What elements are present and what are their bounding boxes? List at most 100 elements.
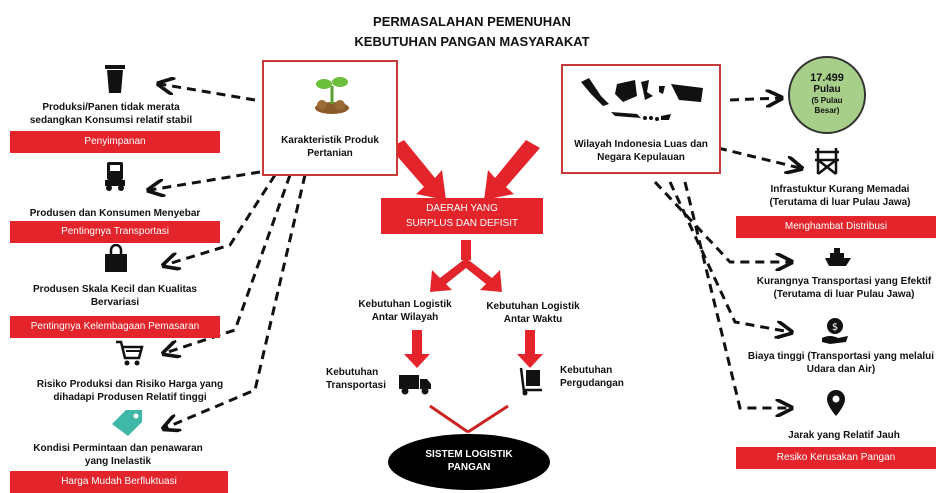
red-arrow-right-down — [484, 140, 540, 200]
kerusakan-box: Resiko Kerusakan Pangan — [736, 447, 936, 469]
logistik-waktu-label: Kebutuhan Logistik Antar Waktu — [468, 300, 598, 326]
red-arrowhead-right — [517, 354, 543, 368]
arrow-to-jarak — [683, 181, 790, 408]
right-text-2-line-2: Udara dan Air) — [806, 364, 876, 375]
delivery-truck-icon — [399, 375, 431, 395]
left-text-4-line-2: yang Inelastik — [84, 456, 152, 467]
karakteristik-label: Karakteristik Produk Pertanian — [264, 134, 396, 160]
shopping-bag-icon — [105, 244, 127, 272]
title-line-2: KEBUTUHAN PANGAN MASYARAKAT — [354, 34, 590, 49]
left-text-0-line-2: sedangkan Konsumsi relatif stabil — [29, 115, 193, 126]
left-text-2-line-1: Produsen Skala Kecil dan Kualitas — [33, 284, 197, 295]
pulau-label: Pulau — [813, 84, 841, 95]
left-text-0-line-1: Produksi/Panen tidak merata — [42, 102, 180, 113]
red-arrow-left-down — [390, 140, 446, 200]
wilayah-line-2: Negara Kepulauan — [597, 152, 685, 163]
sistem-line-2: PANGAN — [447, 462, 491, 473]
logistik-wilayah-line-1: Kebutuhan Logistik — [358, 299, 452, 310]
right-text-1: Kurangnya Transportasi yang Efektif (Ter… — [744, 275, 944, 301]
money-hand-icon: $ — [822, 318, 848, 344]
arrow-to-risiko — [165, 174, 292, 353]
plant-sprout-icon — [315, 77, 349, 114]
right-text-3-line-1: Jarak yang Relatif Jauh — [788, 430, 900, 441]
surplus-line-2: SURPLUS DAN DEFISIT — [405, 218, 519, 229]
red-split-stem — [461, 240, 471, 260]
arrow-to-transportasi — [150, 170, 261, 190]
right-text-2-line-1: Biaya tinggi (Transportasi yang melalui — [747, 351, 935, 362]
sistem-logistik-ellipse: SISTEM LOGISTIK PANGAN — [388, 434, 550, 490]
surplus-line-1: DAERAH YANG — [426, 203, 498, 214]
arrow-to-penyimpanan — [160, 84, 256, 102]
right-text-0-line-2: (Terutama di luar Pulau Jawa) — [769, 197, 911, 208]
tower-icon — [815, 148, 839, 175]
red-arrowhead-left — [404, 354, 430, 368]
pulau-circle-text: 17.499 Pulau (5 Pulau Besar) — [790, 58, 864, 116]
wilayah-box: Wilayah Indonesia Luas dan Negara Kepula… — [561, 64, 721, 174]
map-pin-icon — [827, 390, 845, 416]
logistik-waktu-line-1: Kebutuhan Logistik — [486, 301, 580, 312]
transportasi-line-2: Transportasi — [326, 380, 387, 391]
left-text-1: Produsen dan Konsumen Menyebar — [10, 207, 220, 220]
red-arrows — [390, 140, 543, 368]
indonesia-map-icon — [581, 78, 703, 121]
logistik-wilayah-label: Kebutuhan Logistik Antar Wilayah — [340, 298, 470, 324]
arrow-to-biaya — [668, 181, 790, 332]
arrow-to-pulau — [729, 98, 780, 100]
right-text-1-line-2: (Terutama di luar Pulau Jawa) — [773, 289, 915, 300]
transportasi-line-1: Kebutuhan — [326, 367, 379, 378]
sistem-line-1: SISTEM LOGISTIK — [425, 449, 513, 460]
funnel-lines — [429, 404, 509, 434]
pulau-sub-1: (5 Pulau — [811, 96, 843, 105]
pulau-sub-2: Besar) — [814, 106, 840, 115]
pergudangan-line-2: Pergudangan — [560, 378, 624, 389]
kelembagaan-box: Pentingnya Kelembagaan Pemasaran — [10, 316, 220, 338]
right-text-1-line-1: Kurangnya Transportasi yang Efektif — [756, 276, 932, 287]
right-text-0-line-1: Infrastuktur Kurang Memadai — [770, 184, 910, 195]
right-text-3: Jarak yang Relatif Jauh — [744, 429, 944, 442]
red-stem-left — [412, 330, 422, 356]
kebutuhan-transportasi-label: Kebutuhan Transportasi — [326, 366, 394, 392]
left-text-2-line-2: Bervariasi — [90, 297, 140, 308]
page-title: PERMASALAHAN PEMENUHAN KEBUTUHAN PANGAN … — [0, 12, 944, 52]
title-line-1: PERMASALAHAN PEMENUHAN — [373, 14, 571, 29]
trash-bin-icon — [105, 65, 125, 93]
transportasi-box: Pentingnya Transportasi — [10, 221, 220, 243]
left-text-4-line-1: Kondisi Permintaan dan penawaran — [33, 443, 203, 454]
right-text-0: Infrastuktur Kurang Memadai (Terutama di… — [740, 183, 940, 209]
shopping-cart-icon — [116, 340, 144, 366]
pergudangan-line-1: Kebutuhan — [560, 365, 613, 376]
left-text-4: Kondisi Permintaan dan penawaran yang In… — [10, 442, 226, 468]
wilayah-line-1: Wilayah Indonesia Luas dan — [574, 139, 708, 150]
pulau-circle: 17.499 Pulau (5 Pulau Besar) — [788, 56, 866, 134]
red-split-arrow — [430, 258, 502, 292]
left-text-3-line-2: dihadapi Produsen Relatif tinggi — [53, 392, 207, 403]
wilayah-label: Wilayah Indonesia Luas dan Negara Kepula… — [563, 138, 719, 164]
arrow-to-kapal — [653, 180, 790, 262]
ship-icon — [825, 248, 851, 266]
left-text-3-line-1: Risiko Produksi dan Risiko Harga yang — [36, 379, 224, 390]
karakteristik-line-2: Pertanian — [307, 148, 353, 159]
arrow-to-infrastruktur — [717, 146, 800, 168]
red-stem-right — [525, 330, 535, 356]
logistik-waktu-line-2: Antar Waktu — [503, 314, 563, 325]
logistik-wilayah-line-2: Antar Wilayah — [371, 312, 439, 323]
arrow-to-inelastik — [165, 174, 307, 428]
karakteristik-line-1: Karakteristik Produk — [281, 135, 379, 146]
karakteristik-box: Karakteristik Produk Pertanian — [262, 60, 398, 176]
harga-box: Harga Mudah Berfluktuasi — [10, 471, 228, 493]
surplus-defisit-box: DAERAH YANG SURPLUS DAN DEFISIT — [381, 198, 543, 234]
sistem-logistik-label: SISTEM LOGISTIK PANGAN — [388, 434, 550, 474]
left-text-0: Produksi/Panen tidak merata sedangkan Ko… — [6, 101, 216, 127]
left-text-3: Risiko Produksi dan Risiko Harga yang di… — [20, 378, 240, 404]
truck-icon — [105, 162, 125, 191]
penyimpanan-box: Penyimpanan — [10, 131, 220, 153]
pulau-number: 17.499 — [810, 72, 844, 84]
left-text-1-line-1: Produsen dan Konsumen Menyebar — [29, 208, 201, 219]
right-text-2: Biaya tinggi (Transportasi yang melalui … — [738, 350, 944, 376]
svg-text:$: $ — [832, 322, 838, 333]
distribusi-box: Menghambat Distribusi — [736, 216, 936, 238]
kebutuhan-pergudangan-label: Kebutuhan Pergudangan — [560, 364, 640, 390]
arrow-to-kelembagaan — [165, 174, 277, 265]
hand-truck-box-icon — [519, 367, 542, 396]
